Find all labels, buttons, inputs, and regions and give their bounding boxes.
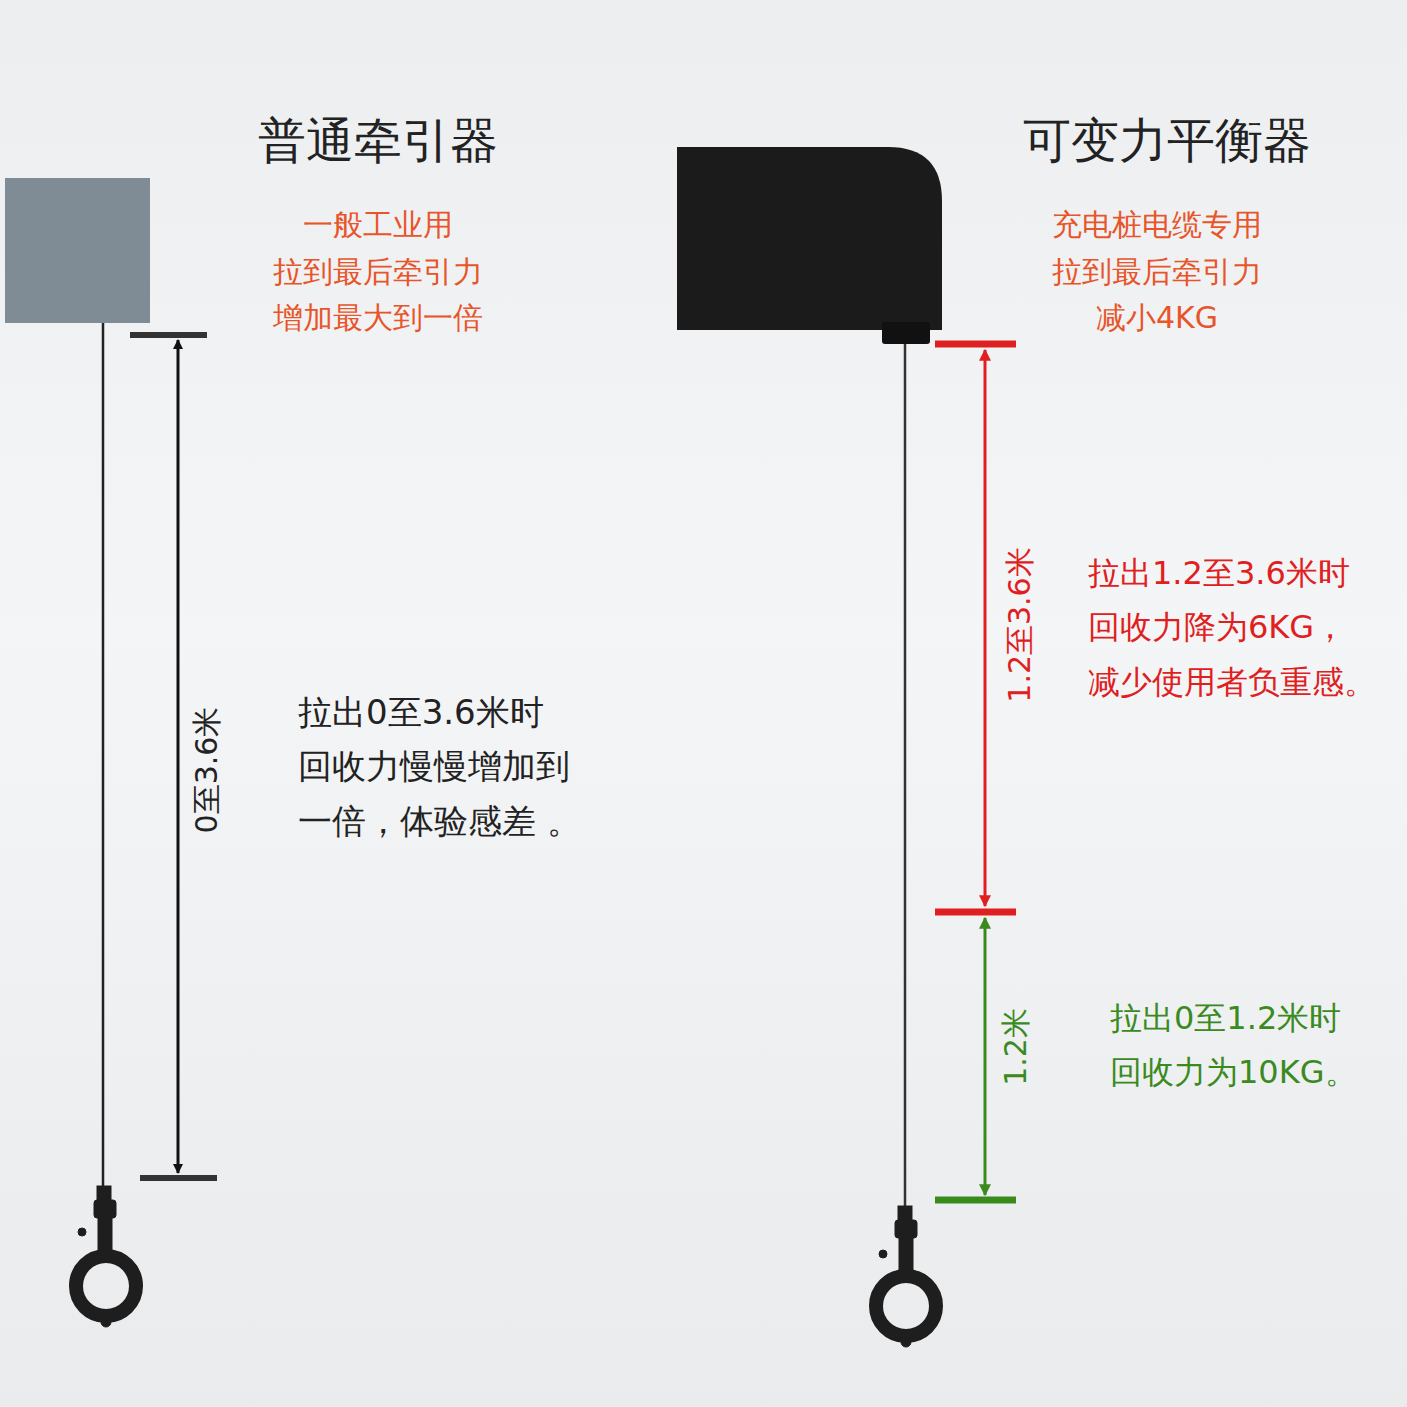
clamp-neck [895,1220,917,1238]
dimension-tick [935,1197,1016,1204]
clamp-screw [879,1250,887,1258]
cable [904,344,907,1210]
device-title: 可变力平衡器 [1023,112,1311,170]
clamp-nub [901,1337,911,1347]
clamp-ring [76,1256,136,1316]
device-title: 普通牵引器 [258,112,498,170]
description-note: 拉出1.2至3.6米时 回收力降为6KG， 减少使用者负重感。 [1088,546,1400,709]
cable-crimp [97,1186,111,1200]
dimension-label: 1.2至3.6米 [1005,547,1035,702]
dimension-label: 1.2米 [1001,1008,1031,1086]
dimension-arrow [984,918,987,1195]
description-note: 拉出0至1.2米时 回收力为10KG。 [1110,991,1400,1100]
dimension-tick [935,909,1016,916]
clamp-screw [78,1228,86,1236]
dimension-arrow [177,340,180,1173]
cable-crimp [898,1206,912,1220]
clamp-neck [94,1200,116,1218]
clamp-stem [899,1238,913,1272]
balancer-box [677,147,942,330]
dimension-arrow [984,350,987,906]
retractor-box [5,178,150,323]
cable [102,323,105,1190]
cable-outlet [882,322,930,344]
hook [876,1206,936,1347]
dimension-tick [130,332,207,338]
clamp-stem [98,1218,112,1252]
dimension-tick [140,1175,217,1181]
clamp-ring [876,1276,936,1336]
feature-note: 一般工业用 拉到最后牵引力 增加最大到一倍 [258,202,498,342]
description-note: 拉出0至3.6米时 回收力慢慢增加到 一倍，体验感差 。 [298,685,618,848]
clamp-nub [101,1317,111,1327]
feature-note: 充电桩电缆专用 拉到最后牵引力 减小4KG [1037,202,1277,342]
dimension-label: 0至3.6米 [192,707,222,834]
dimension-tick [935,341,1016,348]
hook [76,1186,136,1327]
